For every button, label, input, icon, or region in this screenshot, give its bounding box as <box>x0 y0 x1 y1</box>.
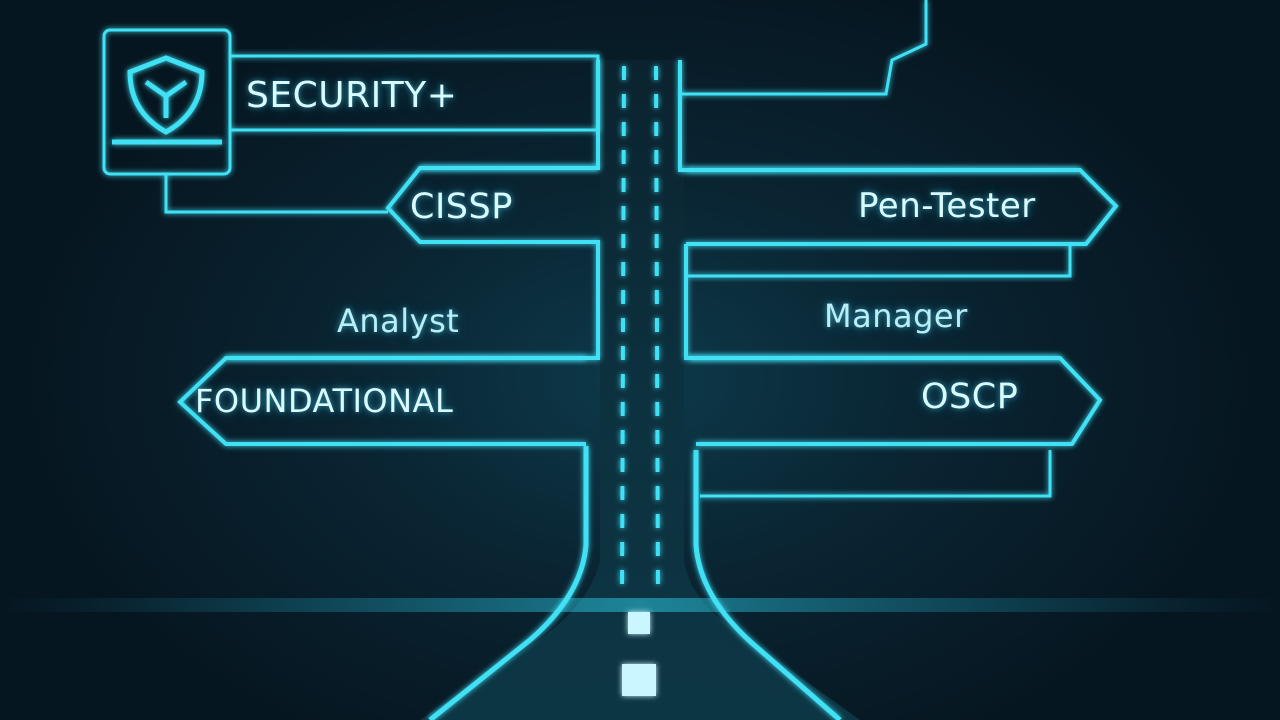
badge-frame <box>102 28 600 214</box>
road <box>0 60 1280 720</box>
pen-tester-bracket <box>688 246 1072 278</box>
foundational-sign <box>177 356 586 446</box>
foundational-label: FOUNDATIONAL <box>195 382 454 420</box>
lane-markers <box>620 65 660 599</box>
oscp-bracket <box>700 450 1052 498</box>
cissp-sign <box>385 166 598 244</box>
manager-label: Manager <box>824 297 968 335</box>
oscp-sign <box>690 356 1103 446</box>
top-right-bracket <box>680 0 928 96</box>
lane-dashes-near <box>622 612 656 696</box>
shield-icon <box>127 55 205 135</box>
pen-tester-label: Pen-Tester <box>858 186 1036 226</box>
cissp-label: CISSP <box>410 187 513 227</box>
analyst-label: Analyst <box>337 302 460 340</box>
oscp-label: OSCP <box>921 377 1019 417</box>
security-plus-label: SECURITY+ <box>246 75 458 116</box>
pen-tester-sign <box>686 168 1119 246</box>
